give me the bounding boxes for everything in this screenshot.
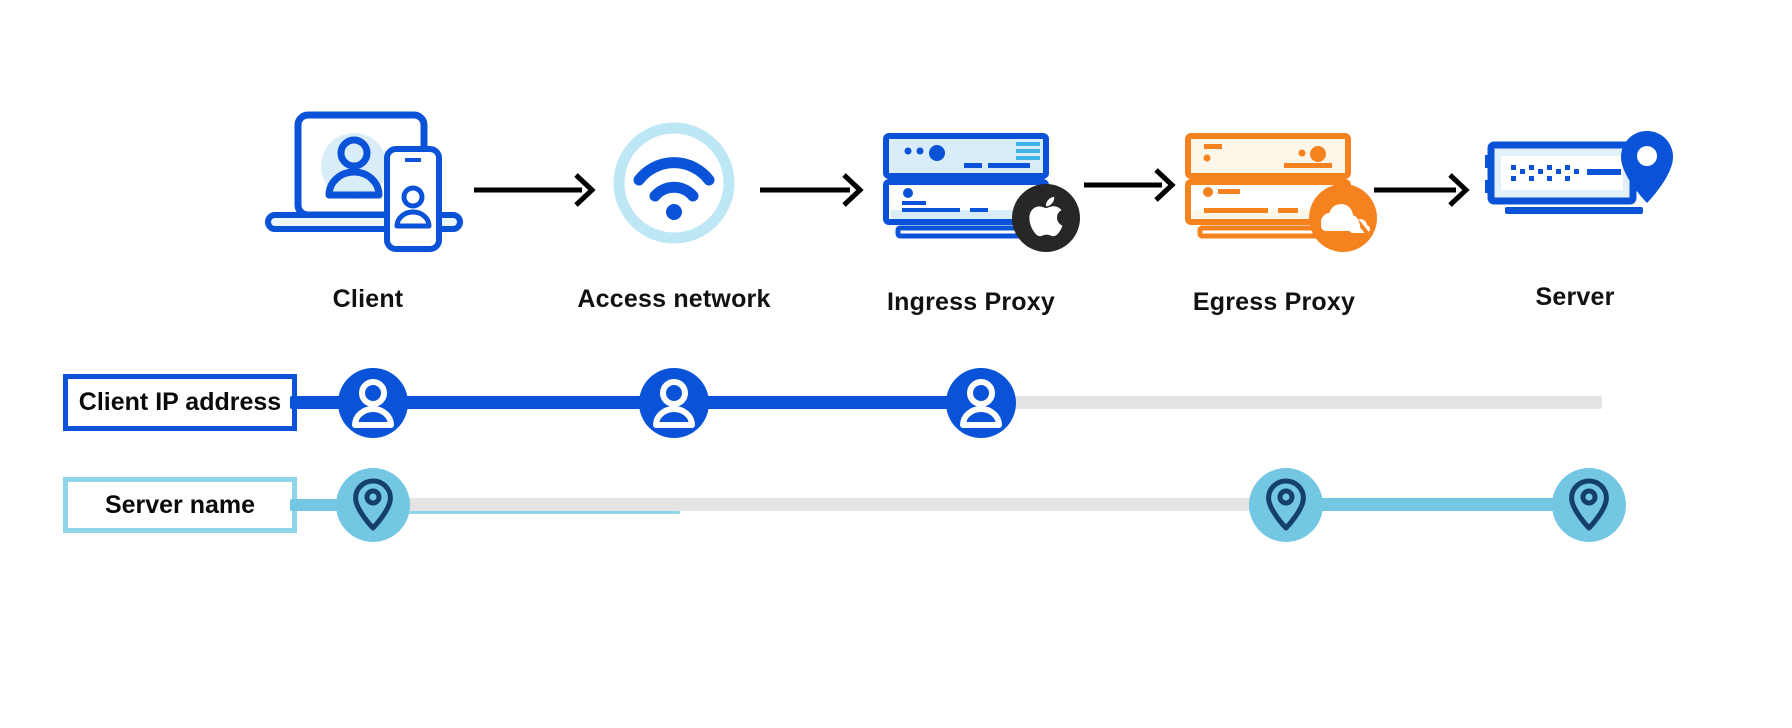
flow-arrow-icon: [1372, 170, 1472, 210]
node-label-client: Client: [332, 285, 404, 313]
node-label-server: Server: [1535, 283, 1615, 311]
track1-inactive-line: [985, 396, 1602, 409]
node-label-egress-proxy: Egress Proxy: [1192, 288, 1356, 316]
track-label-client-ip-address: Client IP address: [63, 374, 297, 431]
user-icon: [946, 368, 1016, 438]
flow-arrow-icon: [758, 170, 866, 210]
location-pin-icon: [336, 468, 410, 542]
track-label-text: Client IP address: [78, 388, 282, 416]
node-label-ingress-proxy: Ingress Proxy: [887, 288, 1055, 316]
node-label-access-network: Access network: [577, 285, 771, 313]
server-stack-blue-icon: [878, 130, 1084, 256]
server-location-icon: [1475, 125, 1675, 240]
flow-arrow-icon: [1082, 165, 1178, 205]
flow-arrow-icon: [472, 170, 598, 210]
track-label-text: Server name: [104, 490, 256, 519]
wifi-icon: [609, 118, 739, 248]
track2-thin-underline: [375, 511, 680, 514]
user-icon: [639, 368, 709, 438]
server-stack-orange-icon: [1180, 130, 1386, 256]
track2-inactive-line: [373, 498, 1286, 511]
track-label-server-name: Server name: [63, 477, 297, 533]
location-pin-icon: [1552, 468, 1626, 542]
track2-active-line: [1286, 498, 1591, 511]
client-laptop-icon: [258, 105, 468, 263]
track1-active-line: [290, 396, 985, 409]
user-icon: [338, 368, 408, 438]
location-pin-icon: [1249, 468, 1323, 542]
